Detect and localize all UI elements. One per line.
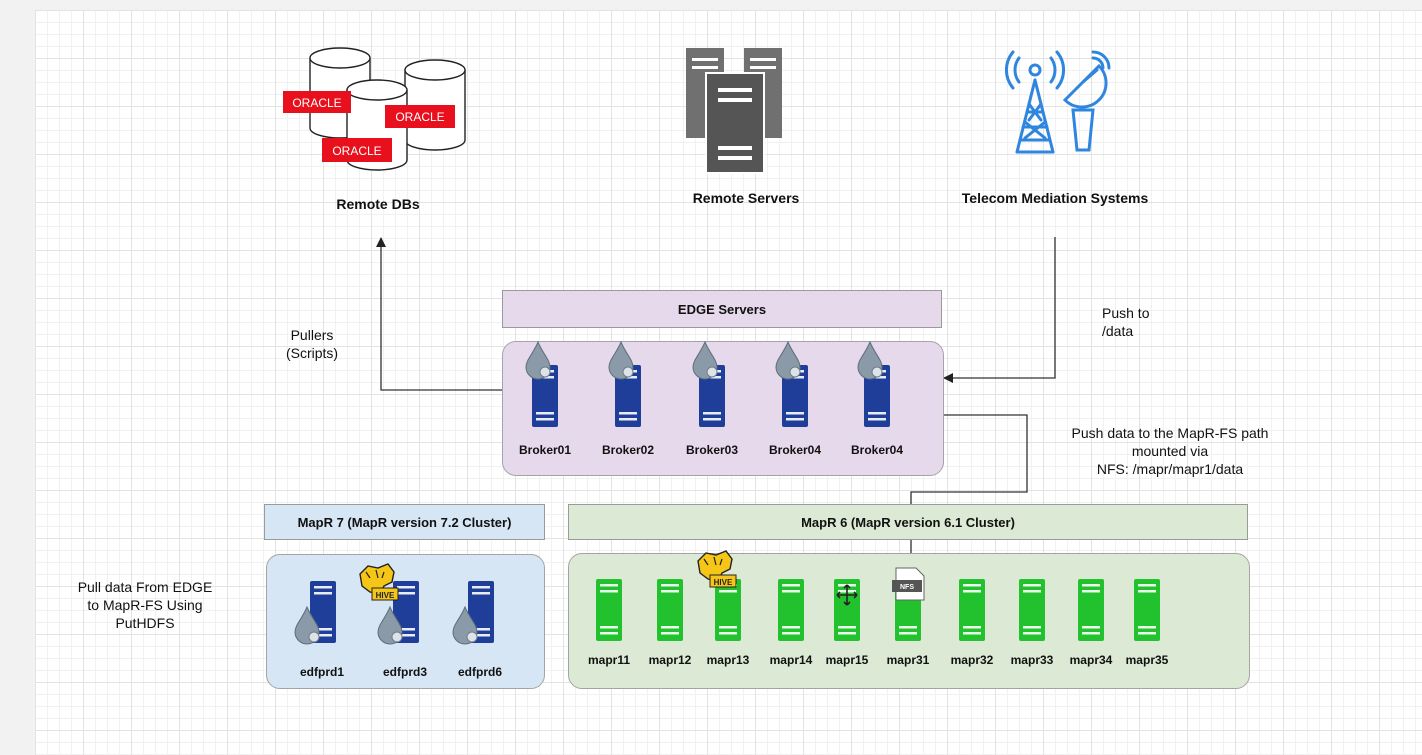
mapr6-server-icon xyxy=(1078,579,1104,641)
move-icon xyxy=(836,584,858,606)
mapr6-node-label: mapr35 xyxy=(1125,653,1169,667)
mapr7-node-label: edfprd1 xyxy=(299,665,344,679)
drop-storage-icon xyxy=(857,340,883,380)
drop-storage-icon xyxy=(294,605,320,645)
telecom-mediation-label: Telecom Mediation Systems xyxy=(961,190,1149,206)
edge-servers-header: EDGE Servers xyxy=(502,290,942,328)
mapr6-server-icon xyxy=(959,579,985,641)
mapr6-node-label: mapr33 xyxy=(1010,653,1054,667)
mapr6-node-label: mapr31 xyxy=(886,653,930,667)
mapr6-server-icon xyxy=(1019,579,1045,641)
hive-icon: HIVE xyxy=(697,550,737,588)
mapr7-node-label: edfprd6 xyxy=(457,665,502,679)
mapr6-server-icon xyxy=(778,579,804,641)
remote-dbs-label: Remote DBs xyxy=(336,196,420,212)
pull-edge-annotation: Pull data From EDGE to MapR-FS Using Put… xyxy=(77,579,213,631)
svg-text:HIVE: HIVE xyxy=(376,591,395,600)
oracle-logo-text: ORACLE xyxy=(395,110,444,124)
broker-label: Broker01 xyxy=(518,443,572,457)
mapr6-node-label: mapr13 xyxy=(706,653,750,667)
mapr7-node-label: edfprd3 xyxy=(382,665,427,679)
mapr6-header: MapR 6 (MapR version 6.1 Cluster) xyxy=(568,504,1248,540)
mapr6-node-label: mapr15 xyxy=(825,653,869,667)
nfs-icon: NFS xyxy=(892,567,925,601)
broker-label: Broker04 xyxy=(768,443,822,457)
oracle-logo-text: ORACLE xyxy=(332,144,381,158)
drop-storage-icon xyxy=(525,340,551,380)
mapr6-node-label: mapr14 xyxy=(769,653,813,667)
mapr6-node-label: mapr34 xyxy=(1069,653,1113,667)
drop-storage-icon xyxy=(775,340,801,380)
push-mapr-annotation: Push data to the MapR-FS path mounted vi… xyxy=(1071,425,1269,477)
mapr6-node-label: mapr12 xyxy=(648,653,692,667)
broker-label: Broker04 xyxy=(850,443,904,457)
server-rack-icon xyxy=(686,48,782,174)
drop-storage-icon xyxy=(692,340,718,380)
remote-servers-label: Remote Servers xyxy=(692,190,800,206)
drop-storage-icon xyxy=(377,605,403,645)
svg-text:HIVE: HIVE xyxy=(714,578,733,587)
drop-storage-icon xyxy=(608,340,634,380)
svg-text:NFS: NFS xyxy=(900,584,914,591)
mapr6-server-icon xyxy=(596,579,622,641)
oracle-db-icon: ORACLE ORACLE ORACLE xyxy=(283,47,466,171)
arrow-telecom-to-edge xyxy=(943,237,1056,383)
push-to-data-annotation: Push to /data xyxy=(1102,305,1150,339)
mapr6-node-label: mapr11 xyxy=(587,653,631,667)
mapr6-node-label: mapr32 xyxy=(950,653,994,667)
arrow-edge-to-remote-dbs xyxy=(376,237,502,391)
pullers-annotation: Pullers (Scripts) xyxy=(285,327,339,361)
mapr6-server-icon xyxy=(1134,579,1160,641)
broker-label: Broker03 xyxy=(685,443,739,457)
drop-storage-icon xyxy=(452,605,478,645)
oracle-logo-text: ORACLE xyxy=(292,96,341,110)
broker-label: Broker02 xyxy=(601,443,655,457)
mapr7-header: MapR 7 (MapR version 7.2 Cluster) xyxy=(264,504,545,540)
hive-icon: HIVE xyxy=(359,563,399,601)
telecom-tower-icon xyxy=(1005,50,1111,154)
mapr6-server-icon xyxy=(657,579,683,641)
